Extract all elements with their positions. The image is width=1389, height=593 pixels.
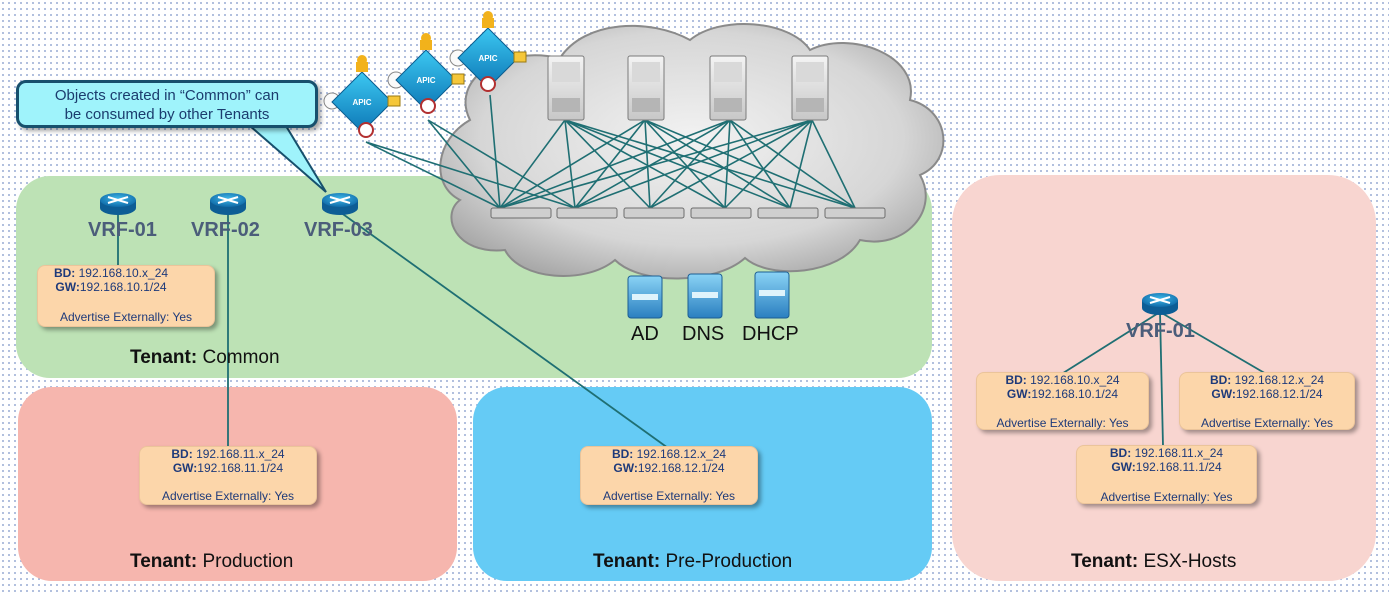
spine-switch-3 <box>709 55 747 121</box>
apic-label: APIC <box>352 98 371 107</box>
advertise-externally: Advertise Externally: Yes <box>59 310 193 324</box>
leaf-switches <box>490 207 886 219</box>
gw-key: GW: <box>1211 387 1236 401</box>
router-icon <box>210 193 246 215</box>
gw-value: 192.168.12.1/24 <box>1235 387 1323 401</box>
leaf-switch-4 <box>690 207 752 219</box>
apic-label: APIC <box>416 76 435 85</box>
router-icon <box>322 193 358 215</box>
bridge-domain-box: BD: 192.168.12.x_24 GW:192.168.12.1/24 A… <box>1179 372 1355 430</box>
dhcp-service-label: DHCP <box>742 323 799 345</box>
tenant-preproduction-label: Tenant: Pre-Production <box>593 551 792 573</box>
bd-key: BD: <box>1109 446 1132 460</box>
dns-service-label: DNS <box>682 323 725 345</box>
bridge-domain-box: BD: 192.168.12.x_24 GW:192.168.12.1/24 A… <box>580 446 758 505</box>
bridge-domain-box: BD: 192.168.10.x_24 GW:192.168.10.1/24 A… <box>976 372 1149 430</box>
gw-key: GW: <box>1006 387 1032 401</box>
common-tenant-callout: Objects created in “Common” can be consu… <box>16 80 318 128</box>
spine-switches <box>547 55 829 121</box>
fabric-links <box>365 94 856 209</box>
tenant-name: Pre-Production <box>665 551 793 572</box>
tenant-prefix: Tenant: <box>130 551 198 572</box>
router-icon <box>100 193 136 215</box>
vrf-03-label: VRF-03 <box>304 219 373 241</box>
leaf-switch-6 <box>824 207 886 219</box>
callout-line-2: be consumed by other Tenants <box>64 106 270 123</box>
bd-key: BD: <box>1005 373 1027 387</box>
bd-value: 192.168.11.x_24 <box>196 447 285 461</box>
bd-key: BD: <box>611 447 634 461</box>
router-icon <box>1142 293 1178 315</box>
tenant-name: Common <box>202 347 280 368</box>
bd-key: BD: <box>1209 373 1232 387</box>
advertise-externally: Advertise Externally: Yes <box>602 489 736 503</box>
advertise-externally: Advertise Externally: Yes <box>1100 490 1233 504</box>
dns-server-icon <box>687 273 723 319</box>
gw-key: GW: <box>1111 460 1136 474</box>
bd-key: BD: <box>171 447 193 461</box>
callout-pointer <box>247 125 327 193</box>
tenant-prefix: Tenant: <box>593 551 661 572</box>
spine-switch-2 <box>627 55 665 121</box>
bridge-domain-box: BD: 192.168.11.x_24 GW:192.168.11.1/24 A… <box>139 446 317 505</box>
bd-value: 192.168.12.x_24 <box>1234 373 1325 387</box>
tenant-esx-hosts-label: Tenant: ESX-Hosts <box>1071 551 1236 573</box>
dhcp-server-icon <box>754 271 790 319</box>
leaf-switch-5 <box>757 207 819 219</box>
gw-key: GW: <box>172 461 198 475</box>
advertise-externally: Advertise Externally: Yes <box>161 489 295 503</box>
bd-value: 192.168.12.x_24 <box>636 447 727 461</box>
bd-value: 192.168.11.x_24 <box>1134 446 1224 460</box>
bd-value: 192.168.10.x_24 <box>78 266 169 280</box>
spine-switch-4 <box>791 55 829 121</box>
esx-vrf-01-label: VRF-01 <box>1126 320 1195 342</box>
apic-controller-icon: APIC <box>449 11 527 92</box>
gw-value: 192.168.10.1/24 <box>1031 387 1119 401</box>
ad-service-label: AD <box>631 323 659 345</box>
advertise-externally: Advertise Externally: Yes <box>996 416 1129 430</box>
leaf-switch-3 <box>623 207 685 219</box>
tenant-prefix: Tenant: <box>130 347 198 368</box>
apic-label: APIC <box>478 54 497 63</box>
gw-key: GW: <box>55 280 80 294</box>
spine-switch-1 <box>547 55 585 121</box>
ad-server-icon <box>627 275 663 319</box>
vrf-02-label: VRF-02 <box>191 219 260 241</box>
tenant-common-label: Tenant: Common <box>130 347 280 369</box>
bd-value: 192.168.10.x_24 <box>1030 373 1120 387</box>
leaf-switch-1 <box>490 207 552 219</box>
bd-key: BD: <box>53 266 76 280</box>
advertise-externally: Advertise Externally: Yes <box>1200 416 1334 430</box>
callout-line-1: Objects created in “Common” can <box>54 87 280 104</box>
bridge-domain-box: BD: 192.168.11.x_24 GW:192.168.11.1/24 A… <box>1076 445 1257 504</box>
vrf-01-label: VRF-01 <box>88 219 157 241</box>
apic-controller-icon: APIC <box>323 55 401 138</box>
gw-key: GW: <box>613 461 638 475</box>
gw-value: 192.168.11.1/24 <box>1135 460 1222 474</box>
gw-value: 192.168.12.1/24 <box>637 461 725 475</box>
leaf-switch-2 <box>556 207 618 219</box>
tenant-production-label: Tenant: Production <box>130 551 293 573</box>
logical-links <box>117 208 1269 449</box>
gw-value: 192.168.11.1/24 <box>197 461 284 475</box>
tenant-name: ESX-Hosts <box>1143 551 1237 572</box>
tenant-name: Production <box>202 551 294 572</box>
bridge-domain-box: BD: 192.168.10.x_24 GW:192.168.10.1/24 A… <box>37 265 215 327</box>
apic-controller-icon: APIC <box>387 33 465 114</box>
gw-value: 192.168.10.1/24 <box>79 280 167 294</box>
tenant-prefix: Tenant: <box>1071 551 1139 572</box>
